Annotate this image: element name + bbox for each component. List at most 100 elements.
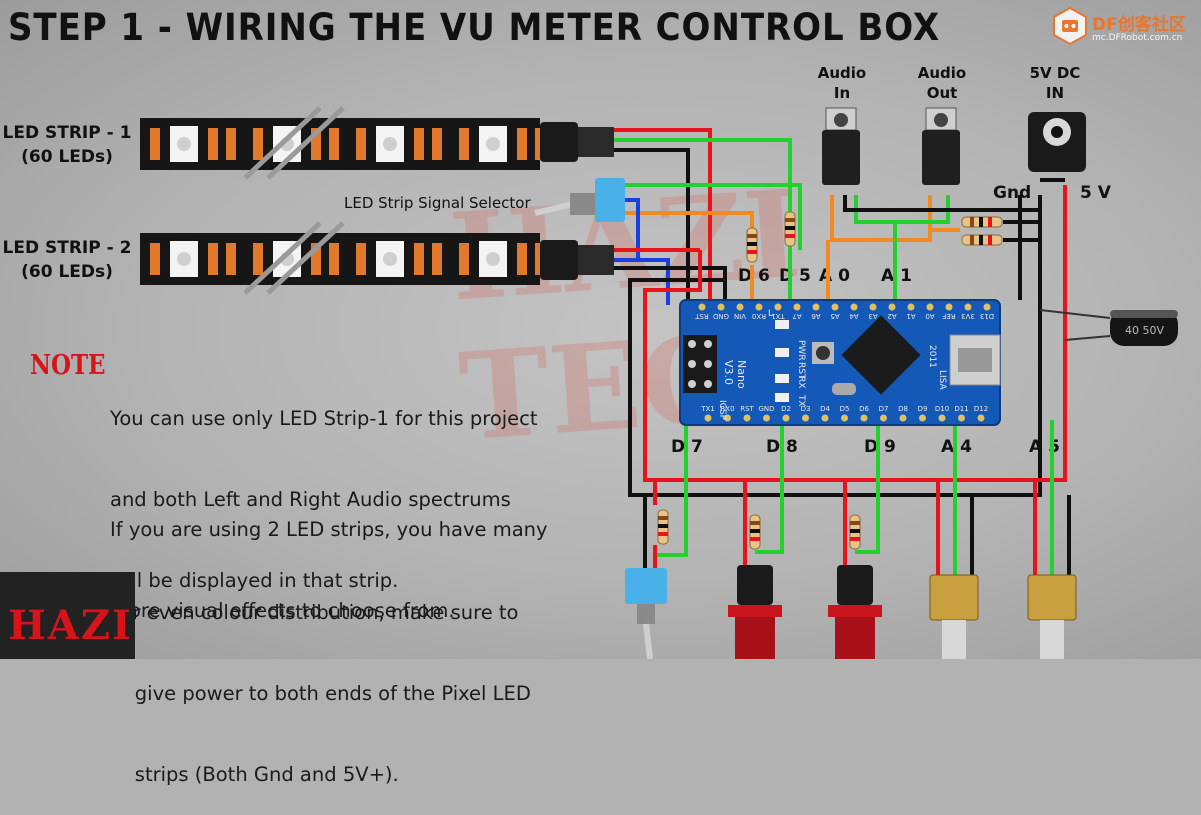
bottom-pin-label: D10 (935, 405, 949, 413)
logo-site: mc.DFRobot.com.cn (1092, 33, 1183, 43)
note-line: give power to both ends of the Pixel LED (110, 682, 531, 705)
audio-out-label-line1: Audio (917, 64, 967, 82)
header-pin (958, 414, 965, 422)
top-pin-label: A7 (792, 312, 801, 320)
top-pin-label: REF (942, 312, 955, 320)
header-pin (850, 303, 858, 311)
top-pin-label: D13 (980, 312, 994, 320)
audio-out-jack-icon (922, 107, 960, 185)
note-line: If you are using 2 LED strips, you have … (110, 518, 548, 541)
wire-red (643, 185, 1067, 482)
wire-black (628, 195, 1042, 497)
top-pin-label: 3V3 (961, 312, 975, 320)
board-version: V3.0 (722, 360, 735, 385)
capacitor-text: 40 50V (1125, 324, 1164, 337)
audio-out-label: Audio Out (912, 63, 972, 103)
note-paragraph-2: If you are using 2 LED strips, you have … (110, 462, 548, 651)
hazi-logo-text: HAZI (8, 602, 133, 649)
strip-break-mark (266, 106, 345, 180)
led-strip-1-name: LED STRIP - 1 (2, 123, 132, 143)
header-pin (821, 414, 829, 422)
led-strip-2-count: (60 LEDs) (21, 262, 113, 282)
led-strip-2 (140, 221, 545, 295)
led-pixel (150, 126, 236, 162)
header-pin (802, 414, 809, 422)
toggle-switch-icon (534, 178, 625, 222)
push-button-1-icon (728, 565, 782, 659)
bottom-pin-label: D12 (974, 405, 988, 413)
wire-red (614, 128, 712, 305)
resistor-icon (749, 514, 761, 550)
dfrobot-logo (1050, 6, 1090, 46)
led-pixel (253, 241, 339, 277)
header-pin (736, 303, 744, 311)
audio-in-jack-icon (822, 107, 860, 185)
audio-in-label-line2: In (833, 84, 851, 102)
top-pin-label: RX0 (752, 312, 766, 320)
bottom-pin-label: D4 (820, 405, 830, 413)
note-tag: NOTE (30, 350, 106, 381)
board-rst-label: RST (796, 362, 806, 380)
header-pin (899, 414, 907, 422)
board-name: Nano (735, 360, 748, 389)
pin-label-d5: D 5 (779, 266, 811, 286)
audio-out-label-line2: Out (926, 84, 958, 102)
note-line: You can use only LED Strip-1 for this pr… (110, 407, 538, 430)
led-pixel (150, 241, 236, 277)
top-pin-label: A1 (906, 312, 915, 320)
top-pin-label: A0 (925, 312, 934, 320)
header-pin (860, 414, 868, 422)
resistor-icon (746, 227, 758, 263)
wire-green (855, 420, 880, 554)
note-line: more visual effects to choose from. (110, 599, 455, 622)
note-line: strips (Both Gnd and 5V+). (110, 763, 399, 786)
led-strip-1-count: (60 LEDs) (21, 147, 113, 167)
strip-break-mark (243, 106, 322, 180)
top-pin-label: GND (713, 312, 729, 320)
top-pin-label: RST (694, 312, 708, 320)
mini-switch-icon (625, 568, 667, 659)
selector-label: LED Strip Signal Selector (344, 194, 531, 212)
robot-icon (1053, 6, 1087, 46)
potentiometer-2-icon (1027, 574, 1077, 659)
usb-port-icon (949, 334, 1001, 386)
led-strip-2-label: LED STRIP - 2 (60 LEDs) (2, 236, 132, 284)
capacitor-icon: 40 50V (1110, 310, 1178, 346)
reset-button (812, 342, 834, 364)
led-pixel (356, 126, 442, 162)
dc-in-label-line1: 5V DC (1029, 64, 1081, 82)
wire-orange (625, 211, 754, 228)
header-pin (831, 303, 839, 311)
bottom-pin-label: D2 (781, 405, 791, 413)
top-pin-label: A2 (887, 312, 896, 320)
board-pwr-label: PWR (796, 340, 806, 361)
top-pin-label: A5 (830, 312, 839, 320)
resistor-icon (961, 234, 1003, 246)
top-pin-label: VIN (734, 312, 746, 320)
wire-black (1064, 335, 1111, 341)
resistor-icon (784, 211, 796, 247)
5v-rail-label: 5 V (1080, 183, 1111, 203)
resistors (657, 211, 1003, 550)
bottom-pin-label: RX0 (720, 405, 734, 413)
bottom-pin-label: D9 (918, 405, 928, 413)
board-tx-label: TX (796, 394, 806, 407)
audio-in-label-line1: Audio (817, 64, 867, 82)
header-pin (763, 414, 770, 422)
header-pin (880, 414, 887, 422)
header-pin (964, 303, 972, 311)
wire-green (755, 420, 784, 554)
bottom-pin-label: D3 (801, 405, 811, 413)
header-pin (782, 414, 790, 422)
header-pin (698, 303, 706, 311)
header-pin (983, 303, 991, 311)
board-l-label: L (768, 309, 773, 319)
header-pin (977, 414, 985, 422)
page-title: STEP 1 - WIRING THE VU METER CONTROL BOX (8, 6, 941, 49)
bottom-pin-label: D8 (898, 405, 908, 413)
header-pin (793, 303, 801, 311)
atmega-chip-icon (841, 315, 921, 395)
logo-brand: DF创客社区 (1092, 15, 1186, 35)
